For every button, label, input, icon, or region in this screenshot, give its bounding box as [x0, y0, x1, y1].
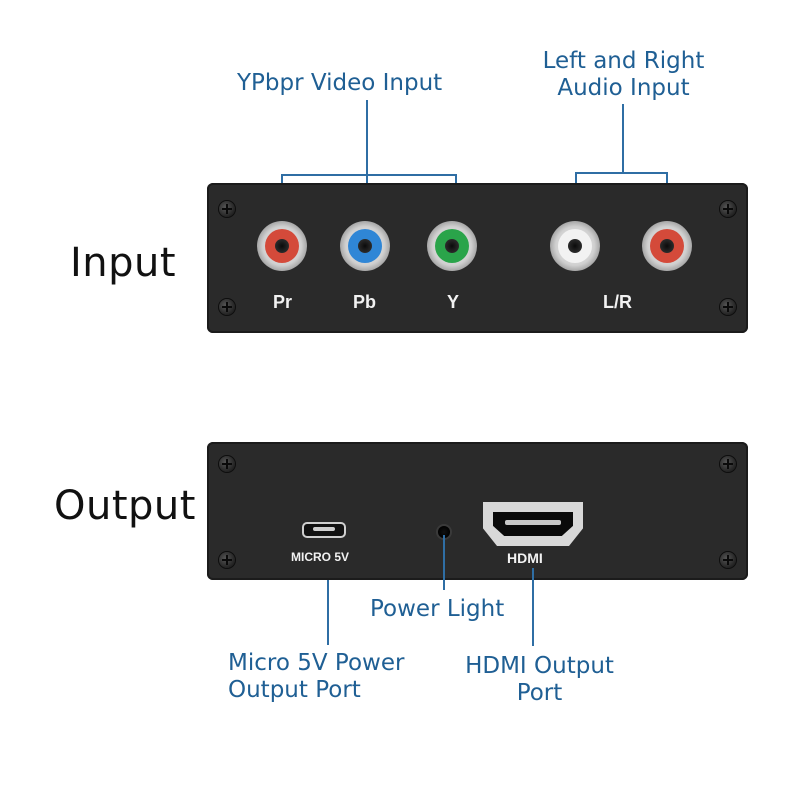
screw-icon [219, 299, 235, 315]
lr-label: L/R [603, 292, 632, 312]
micro-callout-line [327, 580, 329, 645]
micro-5v-label: MICRO 5V [291, 550, 350, 564]
hdmi-callout-line [532, 568, 534, 646]
hdmi-callout-line1: HDMI Output [465, 653, 614, 679]
input-section-label: Input [70, 240, 177, 286]
hdmi-callout: HDMI Output Port [452, 653, 627, 707]
ypbpr-bracket [281, 174, 457, 176]
hdmi-callout-line2: Port [516, 680, 563, 706]
output-panel: MICRO 5V HDMI [207, 442, 748, 580]
ypbpr-callout-line [366, 100, 368, 204]
pb-jack-hole [358, 239, 372, 253]
audio-callout-line1: Left and Right [542, 48, 705, 74]
screw-icon [720, 552, 736, 568]
audio-right-jack-hole [660, 239, 674, 253]
micro-usb-port-inner [313, 527, 335, 531]
micro-usb-port[interactable] [302, 522, 346, 538]
power-light-icon [438, 526, 450, 538]
power-light-callout-line [443, 535, 445, 590]
pb-label: Pb [353, 292, 377, 312]
hdmi-port-pins [505, 520, 561, 525]
screw-icon [720, 456, 736, 472]
screw-icon [720, 299, 736, 315]
pr-jack[interactable] [257, 221, 307, 271]
pb-jack[interactable] [340, 221, 390, 271]
screw-icon [720, 201, 736, 217]
y-jack[interactable] [427, 221, 477, 271]
output-section-label: Output [54, 483, 196, 529]
pr-jack-hole [275, 239, 289, 253]
audio-callout: Left and Right Audio Input [536, 48, 711, 102]
audio-callout-line [622, 104, 624, 174]
hdmi-label: HDMI [507, 550, 543, 566]
hdmi-port[interactable] [483, 502, 583, 546]
micro-callout-line2: Output Port [228, 677, 361, 703]
screw-icon [219, 201, 235, 217]
micro-callout: Micro 5V Power Output Port [228, 650, 404, 704]
input-panel: Pr Pb Y L/R [207, 183, 748, 333]
audio-bracket [575, 172, 668, 174]
screw-icon [219, 456, 235, 472]
audio-left-jack-hole [568, 239, 582, 253]
y-jack-hole [445, 239, 459, 253]
micro-callout-line1: Micro 5V Power [228, 650, 405, 676]
audio-left-jack[interactable] [550, 221, 600, 271]
audio-callout-line2: Audio Input [557, 75, 690, 101]
y-label: Y [447, 292, 460, 312]
ypbpr-callout: YPbpr Video Input [237, 70, 443, 96]
audio-right-jack[interactable] [642, 221, 692, 271]
power-light-callout: Power Light [370, 596, 505, 622]
pr-label: Pr [273, 292, 293, 312]
screw-icon [219, 552, 235, 568]
